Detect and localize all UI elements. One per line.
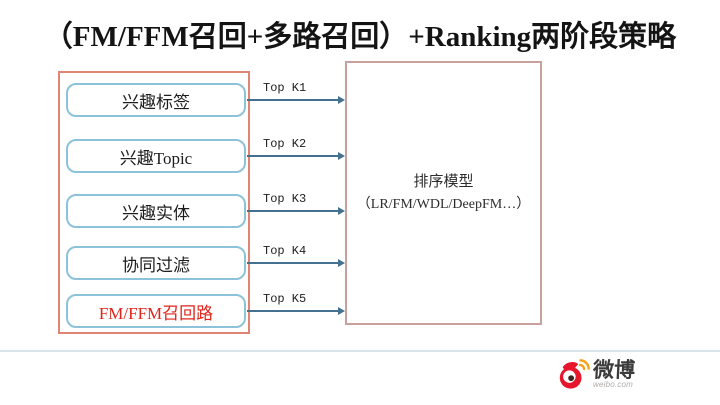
recall-box-label: 协同过滤	[122, 255, 190, 275]
recall-box-label: 兴趣Topic	[119, 148, 193, 168]
recall-group-container	[58, 71, 250, 334]
recall-box-fm-ffm: FM/FFM召回路	[66, 294, 246, 328]
recall-box-interest-topic: 兴趣Topic	[66, 139, 246, 173]
weibo-brand-text: 微博	[592, 358, 636, 382]
arrow-top-k5	[247, 307, 345, 315]
topk-label-3: Top K3	[263, 192, 307, 206]
topk-label-2: Top K2	[263, 137, 307, 151]
weibo-eye-icon	[559, 359, 590, 389]
recall-box-interest-tag: 兴趣标签	[66, 83, 246, 117]
footer-divider	[0, 350, 720, 352]
arrow-top-k4	[247, 259, 345, 267]
recall-box-collaborative-filter: 协同过滤	[66, 246, 246, 280]
recall-box-interest-entity: 兴趣实体	[66, 194, 246, 228]
ranking-model-title: 排序模型	[413, 173, 474, 190]
recall-box-label: 兴趣实体	[122, 203, 190, 223]
ranking-model-box: 排序模型 （LR/FM/WDL/DeepFM…）	[345, 61, 542, 325]
recall-box-label: FM/FFM召回路	[98, 303, 214, 323]
topk-label-1: Top K1	[263, 81, 307, 95]
recall-box-label: 兴趣标签	[122, 92, 190, 112]
weibo-logo: 微博 weibo.com	[556, 357, 636, 391]
weibo-wordmark: 微博 weibo.com	[592, 358, 636, 390]
topk-label-4: Top K4	[263, 244, 307, 258]
arrow-top-k2	[247, 152, 345, 160]
ranking-model-detail: （LR/FM/WDL/DeepFM…）	[356, 196, 531, 212]
weibo-domain-text: weibo.com	[593, 380, 634, 390]
slide-title: （FM/FFM召回+多路召回）+Ranking两阶段策略	[43, 21, 677, 53]
topk-label-5: Top K5	[263, 292, 307, 306]
arrow-top-k1	[247, 96, 345, 104]
arrow-top-k3	[247, 207, 345, 215]
